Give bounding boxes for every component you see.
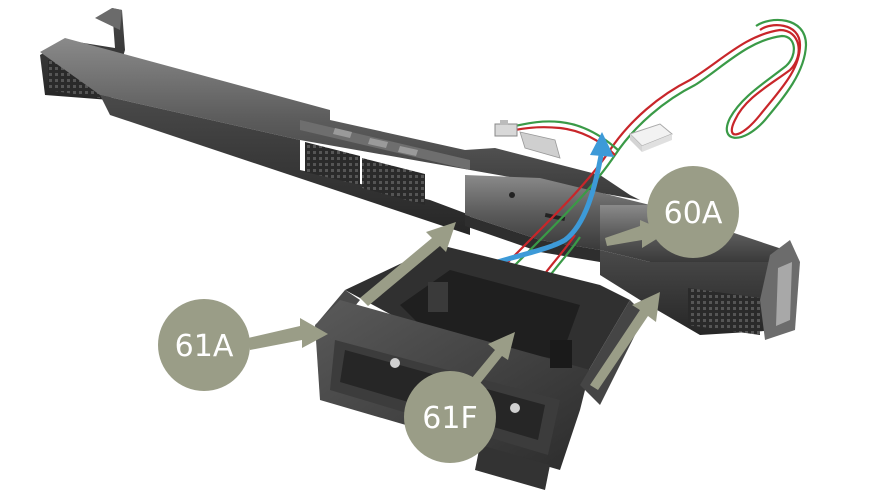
badge-61a: 61A: [158, 299, 250, 391]
badge-61a-label: 61A: [175, 329, 234, 364]
right-vent-grille: [688, 288, 760, 335]
center-vent-grille-1: [305, 142, 360, 185]
white-connector: [629, 123, 673, 152]
assembly-arrows: [248, 220, 668, 396]
arrow-61a-pointer: [248, 318, 328, 350]
arrow-right-up: [590, 292, 660, 390]
small-connector: [494, 120, 561, 159]
vent-housing-61a: [315, 245, 645, 490]
center-vent-grille-2: [362, 158, 425, 205]
badge-60a: 60A: [647, 166, 739, 258]
badge-61f: 61F: [404, 371, 496, 463]
badge-60a-label: 60A: [664, 196, 723, 231]
badge-61f-label: 61F: [422, 401, 477, 436]
arrow-left-up: [360, 222, 456, 306]
